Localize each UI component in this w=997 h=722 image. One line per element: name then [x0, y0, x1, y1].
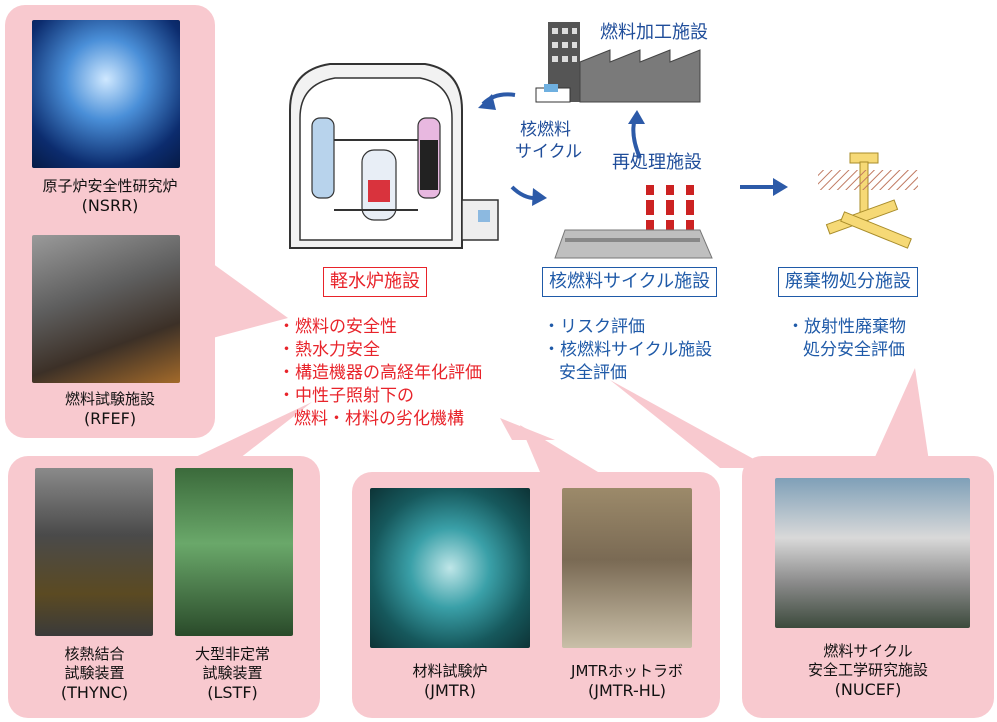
- disposal-illustration: [818, 152, 918, 249]
- caption-lstf-line3: (LSTF): [207, 683, 258, 702]
- topic-risk-assessment: ・リスク評価: [543, 317, 645, 337]
- photo-jmtrhl: [562, 488, 692, 648]
- topic-aging: ・構造機器の高経年化評価: [278, 363, 482, 383]
- caption-lstf: 大型非定常 試験装置 (LSTF): [160, 645, 305, 702]
- photo-lstf: [175, 468, 293, 636]
- topic-radioactive-waste: ・放射性廃棄物: [787, 317, 906, 337]
- caption-jmtrhl-line2: (JMTR-HL): [588, 681, 666, 700]
- fuel-fabrication-illustration: [535, 22, 701, 103]
- list-light-water-topics: ・燃料の安全性 ・熱水力安全 ・構造機器の高経年化評価 ・中性子照射下の 燃料・…: [278, 316, 482, 431]
- caption-nucef-line3: (NUCEF): [834, 680, 902, 699]
- caption-thync: 核熱結合 試験装置 (THYNC): [22, 645, 167, 702]
- list-fuel-cycle-topics: ・リスク評価 ・核燃料サイクル施設 安全評価: [543, 316, 712, 385]
- caption-jmtr-line2: (JMTR): [424, 681, 476, 700]
- topic-thermal-hydraulics: ・熱水力安全: [278, 340, 380, 360]
- caption-thync-line3: (THYNC): [60, 683, 129, 702]
- topic-degradation: 燃料・材料の劣化機構: [294, 409, 464, 429]
- photo-nsrr: [32, 20, 180, 168]
- label-cycle-line1: 核燃料: [520, 120, 571, 140]
- photo-jmtr: [370, 488, 530, 648]
- caption-jmtr: 材料試験炉 (JMTR): [360, 662, 540, 700]
- caption-thync-line2: 試験装置: [64, 664, 125, 682]
- callout-left: [205, 258, 288, 340]
- caption-rfef: 燃料試験施設 (RFEF): [5, 390, 215, 428]
- topic-neutron-irradiation: ・中性子照射下の: [278, 386, 414, 406]
- photo-rfef: [32, 235, 180, 383]
- label-reprocessing: 再処理施設: [612, 152, 702, 173]
- caption-lstf-line2: 試験装置: [202, 664, 263, 682]
- label-fuel-fabrication: 燃料加工施設: [600, 22, 708, 43]
- callout-bottom-left: [185, 402, 312, 462]
- caption-nsrr: 原子炉安全性研究炉 (NSRR): [5, 177, 215, 215]
- photo-nucef: [775, 478, 970, 628]
- caption-jmtrhl: JMTRホットラボ (JMTR-HL): [542, 662, 712, 700]
- callout-middle-a: [500, 418, 555, 440]
- topic-fuel-safety: ・燃料の安全性: [278, 317, 397, 337]
- topic-fuel-cycle-facility: ・核燃料サイクル施設: [543, 340, 713, 360]
- label-disposal-facility: 廃棄物処分施設: [778, 267, 918, 297]
- reactor-illustration: [289, 63, 499, 249]
- topic-disposal-safety: 処分安全評価: [803, 340, 905, 360]
- caption-thync-line1: 核熱結合: [64, 645, 125, 663]
- label-cycle-line2: サイクル: [515, 142, 583, 162]
- reprocessing-illustration: [554, 185, 713, 259]
- callout-right-a: [610, 380, 770, 468]
- caption-jmtr-line1: 材料試験炉: [412, 662, 488, 680]
- list-disposal-topics: ・放射性廃棄物 処分安全評価: [787, 316, 906, 362]
- callout-right-b: [870, 368, 930, 468]
- caption-jmtrhl-line1: JMTRホットラボ: [571, 662, 683, 680]
- label-light-water-facility: 軽水炉施設: [323, 267, 427, 297]
- caption-nsrr-line2: (NSRR): [81, 196, 139, 215]
- label-fuel-cycle-facility: 核燃料サイクル施設: [542, 267, 718, 297]
- caption-rfef-line1: 燃料試験施設: [64, 390, 155, 408]
- caption-nucef: 燃料サイクル 安全工学研究施設 (NUCEF): [742, 642, 994, 699]
- caption-nucef-line1: 燃料サイクル: [823, 642, 913, 660]
- caption-nucef-line2: 安全工学研究施設: [807, 661, 928, 679]
- photo-thync: [35, 468, 153, 636]
- caption-lstf-line1: 大型非定常: [194, 645, 270, 663]
- topic-safety-assessment: 安全評価: [559, 363, 627, 383]
- caption-rfef-line2: (RFEF): [83, 409, 137, 428]
- callout-middle-b: [520, 425, 598, 472]
- caption-nsrr-line1: 原子炉安全性研究炉: [42, 177, 178, 195]
